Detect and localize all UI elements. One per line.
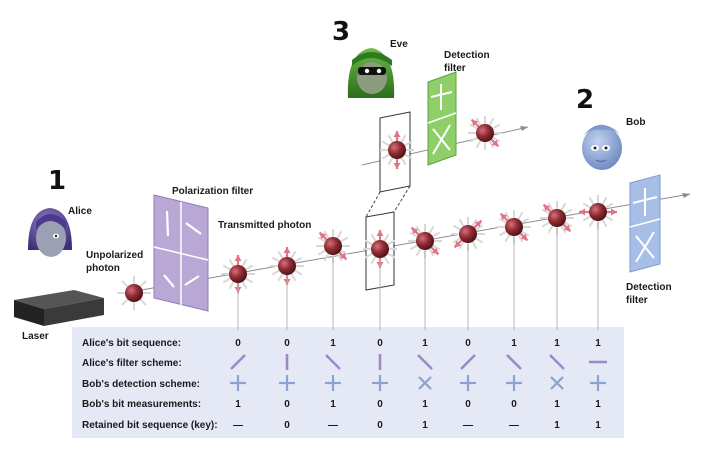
row-header-bob-measurements: Bob's bit measurements: <box>82 399 201 410</box>
retained-key-2: 0 <box>284 420 290 431</box>
retained-key-1: — <box>233 420 243 431</box>
photon-unpolarized <box>117 276 151 310</box>
alice-bit-8: 1 <box>554 338 560 349</box>
photon-7 <box>497 210 531 244</box>
photon-6 <box>451 217 485 251</box>
table-background <box>72 327 624 438</box>
retained-key-6: — <box>463 420 473 431</box>
bob-measurement-2: 0 <box>284 399 290 410</box>
alice-bit-6: 0 <box>465 338 471 349</box>
alice-filter-diag-up-icon <box>230 354 246 370</box>
alice-bit-2: 0 <box>284 338 290 349</box>
alice-filter-diag-down-icon <box>417 354 433 370</box>
bob-detection-plus-icon <box>460 375 476 391</box>
alice-filter-diag-up-icon <box>460 354 476 370</box>
bob-detection-x-icon <box>418 376 432 390</box>
photon-eve-detected <box>468 116 502 150</box>
alice-bit-1: 0 <box>235 338 241 349</box>
bob-detection-plus-icon <box>590 375 606 391</box>
bob-detection-filter-label-line2: filter <box>626 295 648 306</box>
retained-key-7: — <box>509 420 519 431</box>
photon-5 <box>408 224 442 258</box>
retained-key-8: 1 <box>554 420 560 431</box>
polarization-filter-label: Polarization filter <box>172 186 253 197</box>
bob-detection-plus-icon <box>325 375 341 391</box>
polarization-filter <box>153 194 209 312</box>
eve-detection-filter <box>427 71 457 166</box>
alice-bit-7: 1 <box>511 338 517 349</box>
bob-detection-plus-icon <box>506 375 522 391</box>
eve-detection-filter-label-line1: Detection <box>444 50 490 61</box>
bob-detection-x-icon <box>550 376 564 390</box>
bob-detection-filter-label-line1: Detection <box>626 282 672 293</box>
bob-measurement-4: 0 <box>377 399 383 410</box>
alice-bit-4: 0 <box>377 338 383 349</box>
bob-measurement-6: 0 <box>465 399 471 410</box>
bob-measurement-8: 1 <box>554 399 560 410</box>
bob-label: Bob <box>626 117 645 128</box>
photon-3 <box>316 229 350 263</box>
photon-2 <box>270 247 304 285</box>
bob-measurement-1: 1 <box>235 399 241 410</box>
row-header-bob-detection: Bob's detection scheme: <box>82 379 200 390</box>
retained-key-5: 1 <box>422 420 428 431</box>
alice-bit-5: 1 <box>422 338 428 349</box>
unpolarized-label-line1: Unpolarized <box>86 250 143 261</box>
alice-avatar <box>28 208 72 257</box>
transmitted-photon-label: Transmitted photon <box>218 220 311 231</box>
bit-sequence-table: Alice's bit sequence: Alice's filter sch… <box>72 222 624 438</box>
photon-8 <box>540 201 574 235</box>
alice-filter-diag-down-icon <box>325 354 341 370</box>
row-header-retained-key: Retained bit sequence (key): <box>82 420 218 431</box>
photon-series <box>117 116 617 310</box>
alice-filter-diag-down-icon <box>549 354 565 370</box>
photon-9 <box>579 195 617 229</box>
bob-avatar <box>582 124 622 170</box>
row-header-alice-bits: Alice's bit sequence: <box>82 338 181 349</box>
laser-label: Laser <box>22 331 49 342</box>
bob-measurement-3: 1 <box>330 399 336 410</box>
alice-label: Alice <box>68 206 92 217</box>
unpolarized-label-line2: photon <box>86 263 120 274</box>
bob-measurement-5: 1 <box>422 399 428 410</box>
alice-bit-3: 1 <box>330 338 336 349</box>
photon-1 <box>221 255 255 293</box>
eve-label: Eve <box>390 39 408 50</box>
eve-detection-filter-label-line2: filter <box>444 63 466 74</box>
step-number-3: 3 <box>332 17 350 47</box>
alice-bit-9: 1 <box>595 338 601 349</box>
row-header-alice-filters: Alice's filter scheme: <box>82 358 182 369</box>
bob-detection-plus-icon <box>372 375 388 391</box>
retained-key-9: 1 <box>595 420 601 431</box>
photon-eve-intercept <box>380 131 414 169</box>
bob-measurement-9: 1 <box>595 399 601 410</box>
laser <box>14 290 104 326</box>
bob-detection-plus-icon <box>230 375 246 391</box>
bob-detection-plus-icon <box>279 375 295 391</box>
retained-key-4: 0 <box>377 420 383 431</box>
step-number-1: 1 <box>48 166 66 196</box>
alice-filter-diag-down-icon <box>506 354 522 370</box>
eve-avatar <box>347 48 395 98</box>
retained-key-3: — <box>328 420 338 431</box>
step-number-2: 2 <box>576 85 594 115</box>
bob-detection-filter <box>629 174 661 273</box>
bob-measurement-7: 0 <box>511 399 517 410</box>
table-cells: 0 1 — 0 0 0 1 1 — 0 0 0 1 1 1 0 0 — 1 0 — 1 1 1 1 1 1 <box>230 222 607 431</box>
